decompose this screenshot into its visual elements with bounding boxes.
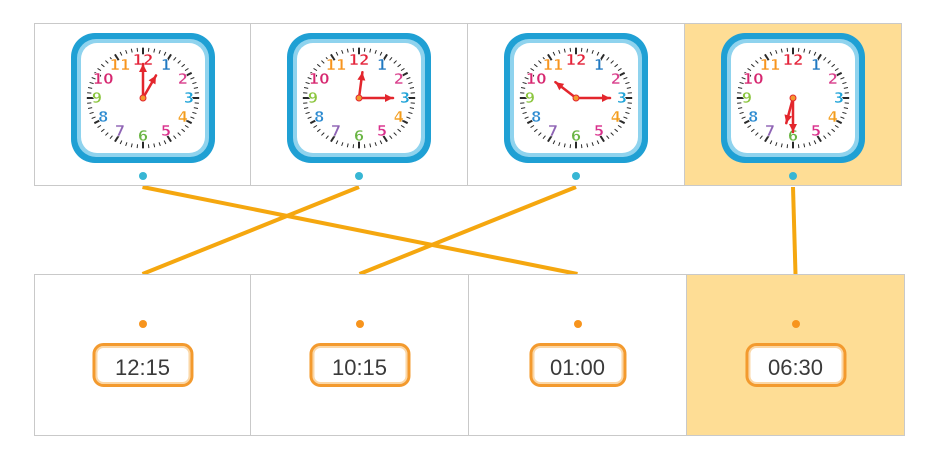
clock-numeral: 10 [526, 70, 547, 88]
clock-numeral: 7 [765, 122, 775, 140]
clock-numeral: 10 [309, 70, 330, 88]
connector-dot[interactable] [355, 172, 363, 180]
connection-line [141, 185, 360, 276]
clock-numeral: 6 [137, 127, 147, 145]
clock-numeral: 4 [828, 108, 838, 126]
clock-numeral: 3 [400, 89, 410, 107]
clock-numeral: 8 [97, 108, 107, 126]
time-label: 06:30 [744, 343, 847, 387]
connector-dot[interactable] [138, 320, 147, 328]
time-card-4[interactable]: 06:30 [686, 274, 905, 436]
clock-numeral: 8 [748, 108, 758, 126]
time-card-1[interactable]: 12:15 [34, 274, 251, 436]
clock-numeral: 5 [594, 122, 604, 140]
time-label: 01:00 [528, 343, 627, 387]
clock-numeral: 10 [92, 70, 113, 88]
connector-dot[interactable] [789, 172, 797, 180]
connection-line [358, 185, 577, 276]
clock-numeral: 3 [183, 89, 193, 107]
clock-numeral: 4 [177, 108, 187, 126]
time-label: 10:15 [308, 343, 411, 387]
clock-numeral: 1 [377, 56, 387, 74]
clock-numeral: 5 [811, 122, 821, 140]
clock-numeral: 4 [611, 108, 621, 126]
clock-numeral: 3 [834, 89, 844, 107]
clock-numeral: 5 [160, 122, 170, 140]
connector-dot[interactable] [573, 320, 582, 328]
clock-numeral: 8 [531, 108, 541, 126]
clock-numeral: 8 [314, 108, 324, 126]
clock-numeral: 9 [308, 89, 318, 107]
time-label: 12:15 [91, 343, 194, 387]
clock-numeral: 5 [377, 122, 387, 140]
clock-numeral: 6 [571, 127, 581, 145]
clock-numeral: 9 [525, 89, 535, 107]
clock-numeral: 1 [160, 56, 170, 74]
clock-numeral: 12 [783, 51, 804, 69]
time-card-2[interactable]: 10:15 [250, 274, 469, 436]
clock-numeral: 12 [132, 51, 153, 69]
time-row: 12:15 10:15 01:00 06:30 [34, 274, 905, 436]
clock-numeral: 12 [349, 51, 370, 69]
clock-numeral: 12 [566, 51, 587, 69]
connection-line [791, 186, 798, 275]
clock-numeral: 6 [788, 127, 798, 145]
clock-numeral: 7 [548, 122, 558, 140]
clock-numeral: 11 [760, 56, 781, 74]
connection-line [142, 185, 578, 276]
clock-numeral: 10 [743, 70, 764, 88]
connector-dot[interactable] [355, 320, 364, 328]
clock-numeral: 11 [326, 56, 347, 74]
clock-numeral: 9 [742, 89, 752, 107]
clock-numeral: 2 [394, 70, 404, 88]
clock-numeral: 2 [177, 70, 187, 88]
clock-numeral: 7 [331, 122, 341, 140]
clock-numeral: 7 [114, 122, 124, 140]
clock-numeral: 11 [109, 56, 130, 74]
clock-numeral: 6 [354, 127, 364, 145]
clock-numeral: 4 [394, 108, 404, 126]
clock-numeral: 11 [543, 56, 564, 74]
connector-dot[interactable] [791, 320, 800, 328]
clock-numeral: 2 [611, 70, 621, 88]
clock-numeral: 1 [811, 56, 821, 74]
clock-numeral: 9 [91, 89, 101, 107]
clock-numeral: 3 [617, 89, 627, 107]
connector-dot[interactable] [138, 172, 147, 180]
time-card-3[interactable]: 01:00 [468, 274, 687, 436]
connector-dot[interactable] [572, 172, 580, 180]
clock-numeral: 2 [828, 70, 838, 88]
clock-numeral: 1 [594, 56, 604, 74]
